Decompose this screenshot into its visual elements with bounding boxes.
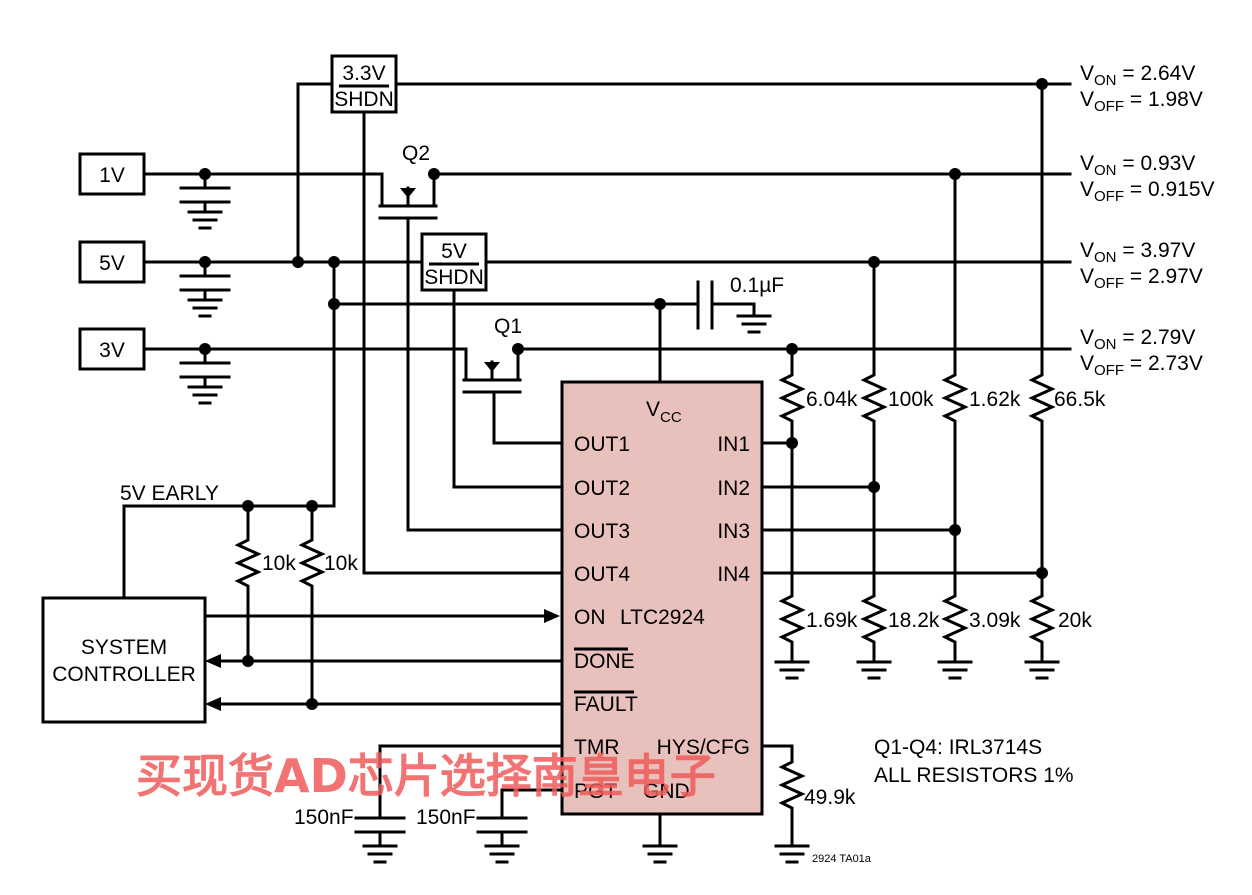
divider-1: [774, 347, 810, 680]
hys-res-label: 49.9k: [804, 786, 856, 809]
svg-text:VOFF = 2.97V: VOFF = 2.97V: [1080, 265, 1203, 292]
threshold-4: VON = 2.79V VOFF = 2.73V: [1080, 326, 1203, 379]
pin-out4: OUT4: [574, 563, 630, 586]
ic-vcc-label: VCC: [646, 398, 682, 426]
svg-text:VOFF = 0.915V: VOFF = 0.915V: [1080, 178, 1215, 205]
res-top-4: 66.5k: [1054, 388, 1106, 411]
divider-3: [937, 172, 973, 680]
tmr-cap-label: 150nF: [294, 806, 354, 829]
input-bypass-cap-1: [179, 172, 231, 230]
ic-name: LTC2924: [620, 606, 705, 629]
pin-pgt: PGT: [574, 780, 617, 803]
input-bypass-cap-2: [179, 260, 231, 318]
watermark: 买现货AD芯片选择南皇电子: [136, 749, 716, 803]
svg-text:VOFF = 1.98V: VOFF = 1.98V: [1080, 88, 1203, 115]
figure-code: 2924 TA01a: [812, 853, 872, 865]
res-top-3: 1.62k: [969, 388, 1021, 411]
controller-line2: CONTROLLER: [52, 663, 196, 686]
q1-label: Q1: [494, 315, 522, 338]
shdn-5v-label: SHDN: [424, 266, 484, 289]
early-label: 5V EARLY: [120, 482, 219, 505]
input-5v: 5V: [99, 252, 125, 275]
svg-text:VON = 3.97V: VON = 3.97V: [1080, 239, 1195, 266]
res-top-2: 100k: [888, 388, 934, 411]
res-bot-1: 1.69k: [806, 609, 858, 632]
pin-in4: IN4: [717, 563, 750, 586]
pin-done: DONE: [574, 650, 635, 673]
system-controller: [41, 596, 207, 724]
shdn-3v3-label: SHDN: [334, 88, 394, 111]
input-bypass-cap-3: [179, 347, 231, 405]
res-top-1: 6.04k: [806, 388, 858, 411]
threshold-2: VON = 0.93V VOFF = 0.915V: [1080, 152, 1215, 205]
pgt-cap-label: 150nF: [416, 806, 476, 829]
pin-out3: OUT3: [574, 520, 630, 543]
svg-text:VOFF = 2.73V: VOFF = 2.73V: [1080, 352, 1203, 379]
threshold-1: VON = 2.64V VOFF = 1.98V: [1080, 62, 1203, 115]
shdn-3v3-value: 3.3V: [342, 62, 385, 85]
input-1v: 1V: [99, 164, 125, 187]
pin-hys-cfg: HYS/CFG: [657, 736, 750, 759]
shdn-5v-value: 5V: [441, 240, 467, 263]
cap-0u1-label: 0.1µF: [730, 274, 784, 297]
res-bot-2: 18.2k: [888, 609, 940, 632]
pullup-res-b: 10k: [324, 552, 358, 575]
pin-in3: IN3: [717, 520, 750, 543]
svg-text:VON = 0.93V: VON = 0.93V: [1080, 152, 1195, 179]
note-transistors: Q1-Q4: IRL3714S: [874, 736, 1042, 759]
threshold-3: VON = 3.97V VOFF = 2.97V: [1080, 239, 1203, 292]
divider-4: [1024, 82, 1060, 680]
svg-text:VON = 2.79V: VON = 2.79V: [1080, 326, 1195, 353]
pin-on: ON: [574, 606, 606, 629]
pin-gnd: GND: [643, 780, 690, 803]
ltc2924-ic: [560, 380, 764, 816]
q2-label: Q2: [402, 142, 430, 165]
pin-in1: IN1: [717, 433, 750, 456]
pin-in2: IN2: [717, 477, 750, 500]
pin-out2: OUT2: [574, 477, 630, 500]
pin-tmr: TMR: [574, 736, 620, 759]
note-resistors: ALL RESISTORS 1%: [874, 764, 1074, 787]
pin-fault: FAULT: [574, 693, 638, 716]
divider-2: [856, 260, 892, 680]
res-bot-3: 3.09k: [969, 609, 1021, 632]
controller-line1: SYSTEM: [81, 636, 167, 659]
input-3v: 3V: [99, 339, 125, 362]
pullup-res-a: 10k: [262, 552, 296, 575]
svg-text:VON = 2.64V: VON = 2.64V: [1080, 62, 1195, 89]
pin-out1: OUT1: [574, 433, 630, 456]
res-bot-4: 20k: [1058, 609, 1092, 632]
